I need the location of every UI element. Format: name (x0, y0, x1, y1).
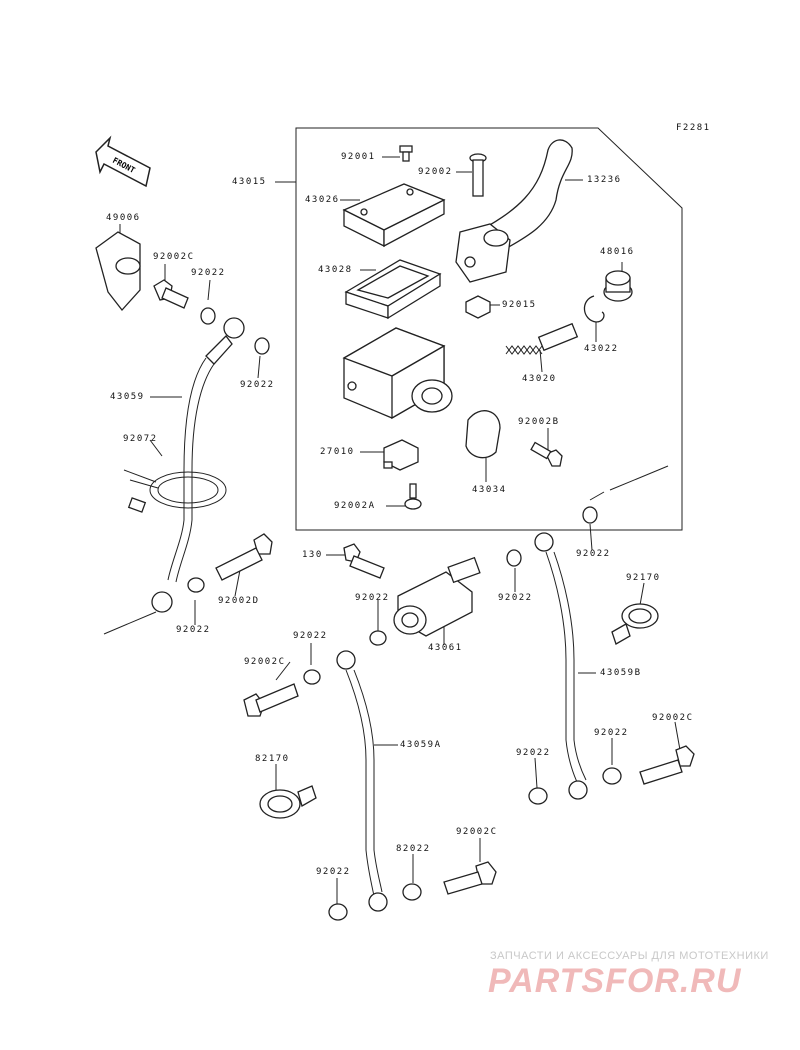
part-label-92002A: 92002A (334, 501, 376, 511)
part-label-43020: 43020 (522, 374, 557, 384)
part-92002C-bolt-a (153, 279, 189, 309)
part-label-82022: 82022 (396, 844, 431, 854)
part-label-92002: 92002 (418, 167, 453, 177)
part-label-92015: 92015 (502, 300, 537, 310)
part-label-130: 130 (302, 550, 323, 560)
part-label-43034: 43034 (472, 485, 507, 495)
part-92170-clamp (611, 603, 659, 645)
part-label-43028: 43028 (318, 265, 353, 275)
front-arrow: FRONT (95, 135, 151, 188)
part-label-82170: 82170 (255, 754, 290, 764)
part-label-92022-f: 92022 (176, 625, 211, 635)
part-label-49006: 49006 (106, 213, 141, 223)
part-lever-bracket (455, 223, 511, 283)
part-label-43061: 43061 (428, 643, 463, 653)
part-label-13236: 13236 (587, 175, 622, 185)
part-label-48016: 48016 (600, 247, 635, 257)
part-92002D-bolt (215, 533, 273, 581)
part-label-92002C-d: 92002C (456, 827, 498, 837)
part-label-92001: 92001 (341, 152, 376, 162)
part-43022-circlip (583, 295, 605, 323)
part-92002B-bolt (530, 441, 563, 467)
part-48016-boot (603, 270, 633, 302)
part-label-92002C-b: 92002C (244, 657, 286, 667)
part-27010-switch (383, 439, 419, 471)
watermark-logo: PARTSFOR.RU (488, 962, 742, 1000)
part-label-43059B: 43059B (600, 668, 642, 678)
part-label-92022-e: 92022 (498, 593, 533, 603)
part-label-92022-g: 92022 (293, 631, 328, 641)
part-label-92022-b: 92022 (240, 380, 275, 390)
part-43061-joint (393, 556, 481, 637)
part-label-92022-a: 92022 (191, 268, 226, 278)
part-label-92072: 92072 (123, 434, 158, 444)
part-label-92002C-c: 92002C (652, 713, 694, 723)
part-92002C-bolt-b (639, 745, 695, 785)
part-43059A-hose (336, 650, 388, 912)
part-label-92022-i: 92022 (516, 748, 551, 758)
part-label-92022-j: 92022 (316, 867, 351, 877)
part-label-92022-h: 92022 (594, 728, 629, 738)
part-130-bolt (343, 543, 385, 579)
part-label-27010: 27010 (320, 447, 355, 457)
part-92002C-bolt-c (243, 683, 299, 717)
part-label-92002D: 92002D (218, 596, 260, 606)
part-43028-diaphragm (344, 259, 442, 320)
part-label-92002C-a: 92002C (153, 252, 195, 262)
assembly-outline (295, 127, 683, 531)
part-82170-clamp (259, 785, 317, 819)
part-92015-nut (465, 295, 491, 319)
part-master-cylinder-body (342, 327, 453, 420)
leader-lines (103, 156, 681, 904)
part-92001-screw (399, 145, 413, 162)
part-label-92002B: 92002B (518, 417, 560, 427)
part-43034-clamp (465, 410, 501, 459)
part-92002A-screw (404, 483, 422, 510)
part-label-43015: 43015 (232, 177, 267, 187)
part-92002C-bolt-d (443, 861, 497, 895)
part-label-43026: 43026 (305, 195, 340, 205)
part-label-43022: 43022 (584, 344, 619, 354)
figure-code: F2281 (676, 123, 711, 133)
part-43026-cap (342, 183, 446, 248)
part-label-92170: 92170 (626, 573, 661, 583)
part-92072-band (123, 469, 227, 513)
part-43059B-hose (534, 532, 588, 800)
part-49006-cover (95, 231, 141, 312)
part-label-43059: 43059 (110, 392, 145, 402)
part-label-43059A: 43059A (400, 740, 442, 750)
part-92002-bolt (469, 153, 487, 197)
part-43059-hose (151, 317, 245, 613)
part-label-92022-d: 92022 (355, 593, 390, 603)
part-43020-piston (505, 322, 579, 355)
washers (187, 307, 622, 921)
watermark-tagline: ЗАПЧАСТИ И АКСЕССУАРЫ ДЛЯ МОТОТЕХНИКИ (490, 950, 769, 962)
part-label-92022-c: 92022 (576, 549, 611, 559)
